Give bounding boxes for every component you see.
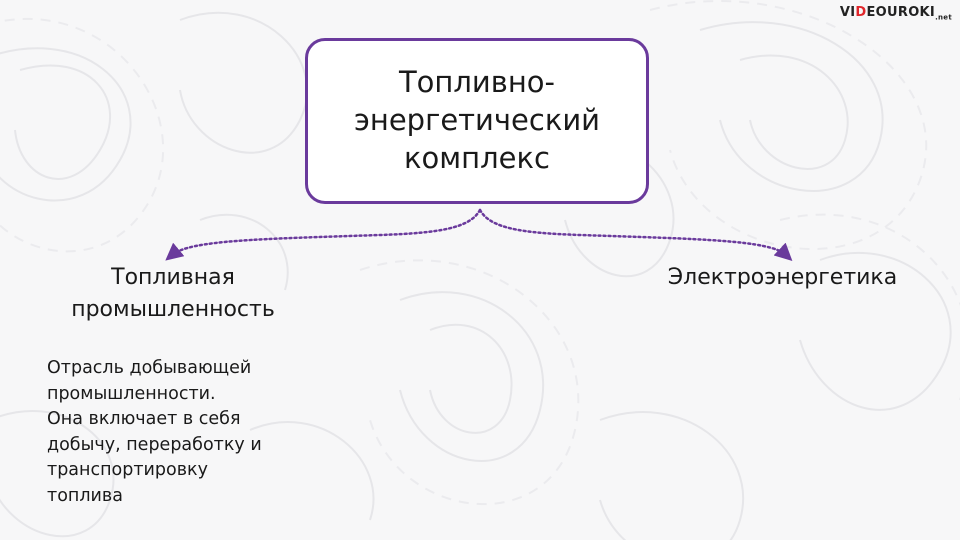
fuel-industry-description: Отрасль добывающей промышленности. Она в… — [47, 358, 262, 506]
central-concept-title: Топливно- энергетический комплекс — [353, 65, 601, 175]
arrow-to-electric-power — [478, 208, 793, 261]
arrow-to-fuel-industry — [165, 208, 482, 261]
logo-text-part: EOUROKI — [866, 5, 936, 20]
logo-text-accent: D — [855, 5, 867, 20]
brand-logo: VIDEOUROKI.net — [840, 5, 952, 22]
logo-text-part: VI — [839, 5, 856, 20]
central-concept-box: Топливно- энергетический комплекс — [305, 38, 649, 204]
logo-suffix: .net — [935, 13, 952, 22]
branch-fuel-industry: Топливная промышленность — [71, 265, 275, 322]
branch-electric-power: Электроэнергетика — [667, 265, 898, 290]
